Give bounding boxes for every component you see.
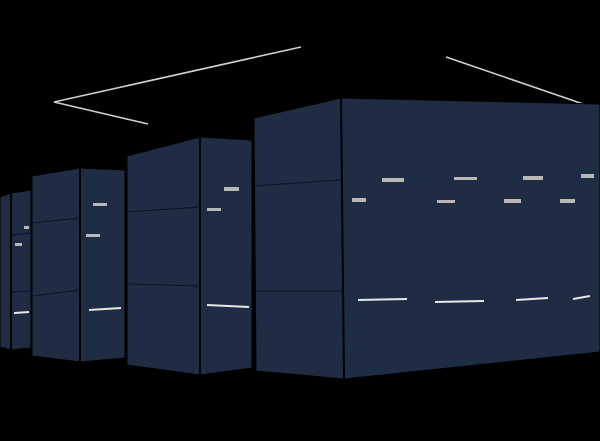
server-rack-far-left bbox=[0, 189, 32, 351]
rack-left-seam bbox=[31, 217, 81, 224]
server-rack-left bbox=[31, 167, 126, 363]
rack-front-seam bbox=[253, 179, 342, 187]
rack-front-side bbox=[253, 97, 345, 380]
status-bar bbox=[357, 298, 408, 301]
rack-far-left-seam bbox=[10, 290, 32, 293]
indicator-light bbox=[454, 177, 477, 180]
status-bar bbox=[206, 304, 250, 308]
ceiling-line-right bbox=[445, 56, 593, 108]
indicator-light bbox=[560, 199, 575, 203]
indicator-light bbox=[504, 199, 521, 203]
server-rack-middle bbox=[126, 136, 253, 376]
status-bar bbox=[434, 300, 485, 303]
indicator-light bbox=[523, 176, 543, 180]
rack-left-side bbox=[31, 167, 81, 363]
status-bar bbox=[13, 311, 30, 314]
rack-far-left-front bbox=[10, 189, 32, 351]
rack-middle-seam bbox=[126, 283, 201, 287]
status-bar bbox=[515, 297, 549, 301]
rack-far-left-side bbox=[0, 192, 12, 351]
indicator-light bbox=[93, 203, 107, 206]
indicator-light bbox=[86, 234, 100, 237]
indicator-light bbox=[352, 198, 366, 202]
indicator-light bbox=[207, 208, 221, 211]
rack-middle-front bbox=[199, 136, 253, 376]
indicator-light bbox=[382, 178, 404, 182]
rack-far-left-seam bbox=[10, 232, 32, 236]
rack-front-face bbox=[340, 97, 600, 380]
ceiling-line-left bbox=[53, 46, 302, 125]
rack-middle-seam bbox=[126, 206, 201, 213]
indicator-light bbox=[437, 200, 455, 203]
rack-middle-side bbox=[126, 136, 201, 376]
ceiling-lines bbox=[53, 46, 593, 125]
indicator-light bbox=[24, 226, 29, 229]
indicator-light bbox=[224, 187, 239, 191]
rack-left-front bbox=[79, 167, 126, 363]
rack-left-seam bbox=[31, 289, 81, 297]
status-bar bbox=[88, 307, 122, 311]
server-rack-front bbox=[253, 97, 600, 380]
status-bar bbox=[572, 295, 591, 300]
rack-front-edge bbox=[340, 97, 345, 380]
indicator-light bbox=[15, 243, 22, 246]
indicator-light bbox=[581, 174, 594, 178]
